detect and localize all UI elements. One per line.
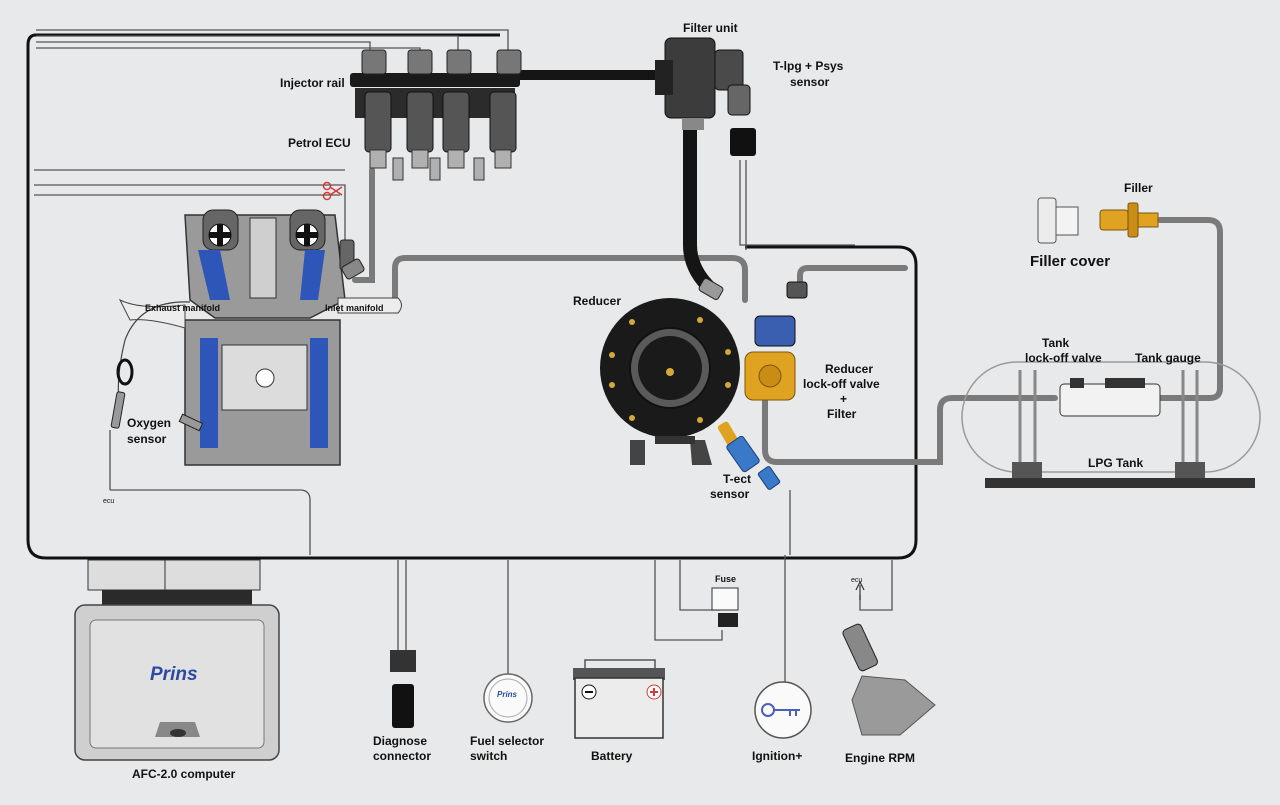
fuel-selector-label-1: Fuel selector	[470, 734, 544, 748]
diagnose-connector	[390, 650, 416, 728]
injector-rail	[350, 49, 522, 181]
reducer-valve-label-3: +	[840, 392, 847, 406]
switch-brand-logo: Prins	[497, 690, 518, 699]
injector-rail-label: Injector rail	[280, 76, 345, 90]
filter-unit	[655, 37, 756, 156]
afc-computer-label: AFC-2.0 computer	[132, 767, 236, 781]
tect-sensor-label-1: T-ect	[723, 472, 751, 486]
oxygen-sensor	[110, 301, 204, 432]
filler-cover	[1037, 197, 1079, 244]
tlpg-sensor-label-2: sensor	[790, 75, 830, 89]
reducer-valve-label-2: lock-off valve	[803, 377, 880, 391]
filler-label: Filler	[1124, 181, 1153, 195]
ecu-rpm-label: ecu	[851, 577, 862, 584]
reducer-lockoff-valve	[744, 281, 808, 401]
filler	[1099, 202, 1159, 238]
main-wiring-harness	[26, 33, 918, 560]
inlet-manifold-label: Inlet manifold	[325, 303, 384, 313]
oxygen-sensor-label-1: Oxygen	[127, 416, 171, 430]
battery-label: Battery	[591, 749, 633, 763]
tlpg-sensor-label-1: T-lpg + Psys	[773, 59, 844, 73]
ignition-label: Ignition+	[752, 749, 802, 763]
fuse	[711, 587, 739, 627]
scissors-icon	[322, 181, 343, 201]
reducer-label: Reducer	[573, 294, 621, 308]
petrol-ecu-label: Petrol ECU	[288, 136, 351, 150]
oxygen-sensor-label-2: sensor	[127, 432, 167, 446]
thin-wires	[34, 29, 893, 685]
battery	[573, 659, 665, 739]
fuel-selector-switch	[483, 673, 533, 723]
fuse-label: Fuse	[715, 574, 736, 584]
reducer	[600, 278, 740, 465]
reducer-valve-label-4: Filter	[827, 407, 857, 421]
afc-brand-logo: Prins	[150, 664, 198, 685]
engine-rpm-sensor	[842, 580, 936, 736]
afc-computer	[74, 559, 280, 761]
diagnose-label-1: Diagnose	[373, 734, 427, 748]
reducer-valve-label-1: Reducer	[825, 362, 873, 376]
lpg-injector-nozzle	[339, 239, 365, 280]
lpg-tank-label: LPG Tank	[1088, 456, 1143, 470]
engine-rpm-label: Engine RPM	[845, 751, 915, 765]
tect-sensor-label-2: sensor	[710, 487, 750, 501]
engine-block	[118, 209, 402, 466]
tect-sensor	[717, 421, 781, 490]
ignition-key-icon	[754, 681, 812, 739]
lpg-hoses	[352, 167, 1223, 465]
filter-unit-label: Filter unit	[683, 21, 738, 35]
fuel-selector-label-2: switch	[470, 749, 507, 763]
tank-valve-label-2: lock-off valve	[1025, 351, 1102, 365]
ecu-oxygen-label: ecu	[103, 498, 114, 505]
diagnose-label-2: connector	[373, 749, 431, 763]
lpg-tank	[961, 361, 1261, 488]
labels: Filter unit T-lpg + Psys sensor Injector…	[103, 21, 1201, 781]
tank-gauge-label: Tank gauge	[1135, 351, 1201, 365]
exhaust-manifold-label: Exhaust manifold	[145, 303, 220, 313]
filler-cover-label: Filler cover	[1030, 253, 1110, 270]
tank-valve-label-1: Tank	[1042, 336, 1069, 350]
